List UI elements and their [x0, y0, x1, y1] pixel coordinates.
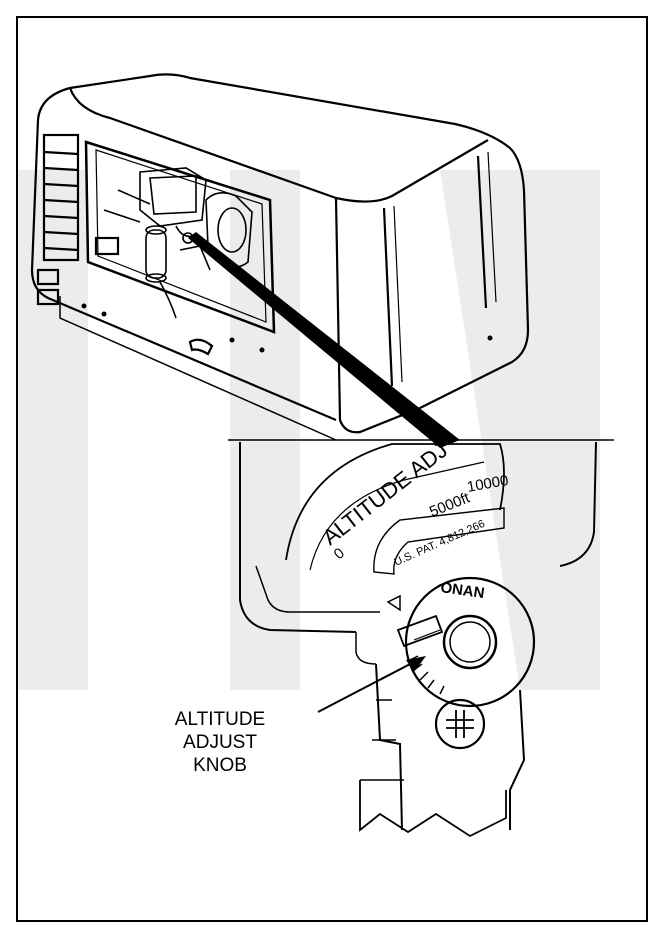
detail-pointer [188, 232, 460, 448]
callout-line-3: KNOB [193, 755, 247, 776]
callout-label: ALTITUDE ADJUST KNOB [150, 708, 290, 777]
dial-brand: ONAN [439, 579, 485, 602]
dial-labels: ALTITUDE ADJ 0 5000ft 10000 U.S. PAT. 4,… [318, 437, 510, 602]
dial-title: ALTITUDE ADJ [318, 437, 453, 550]
dial-mark-10000: 10000 [466, 472, 510, 496]
dial-mark-5000: 5000ft [427, 489, 473, 521]
generator-housing [30, 73, 530, 441]
dial-mark-zero: 0 [331, 545, 348, 563]
callout-line-1: ALTITUDE [174, 709, 266, 730]
callout-line-2: ADJUST [183, 732, 257, 753]
callout-arrow [317, 656, 426, 713]
watermark [18, 170, 600, 690]
dial-detail [228, 439, 614, 838]
